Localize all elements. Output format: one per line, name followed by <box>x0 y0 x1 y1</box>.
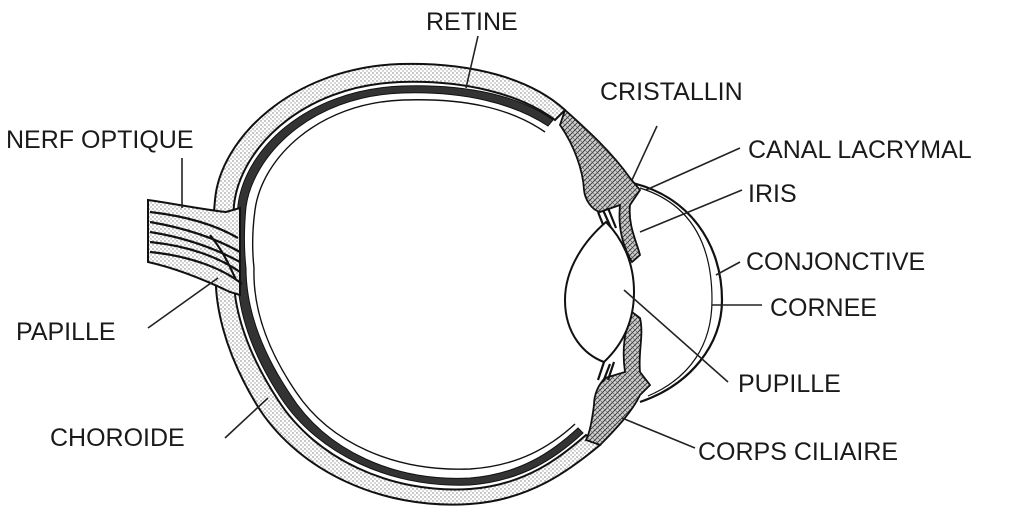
label-conjonctive: CONJONCTIVE <box>746 248 925 276</box>
leader-canal-lacrymal <box>646 148 740 190</box>
label-choroide: CHOROIDE <box>50 424 185 452</box>
label-iris: IRIS <box>748 180 797 208</box>
cornea <box>628 182 722 402</box>
leader-corps-ciliaire <box>622 418 695 448</box>
leader-papille <box>148 278 218 328</box>
leader-choroide <box>225 398 268 438</box>
label-retine: RETINE <box>426 8 518 36</box>
label-pupille: PUPILLE <box>738 370 841 398</box>
label-corps-ciliaire: CORPS CILIAIRE <box>698 438 898 466</box>
label-nerf-optique: NERF OPTIQUE <box>6 126 194 154</box>
label-papille: PAPILLE <box>16 318 116 346</box>
label-cornee: CORNEE <box>770 294 877 322</box>
label-cristallin: CRISTALLIN <box>600 78 743 106</box>
leader-cristallin <box>632 126 657 180</box>
conjunctiva <box>640 188 712 396</box>
leader-iris <box>640 190 742 232</box>
optic-nerve <box>148 200 242 295</box>
label-canal-lacrymal: CANAL LACRYMAL <box>748 136 972 164</box>
